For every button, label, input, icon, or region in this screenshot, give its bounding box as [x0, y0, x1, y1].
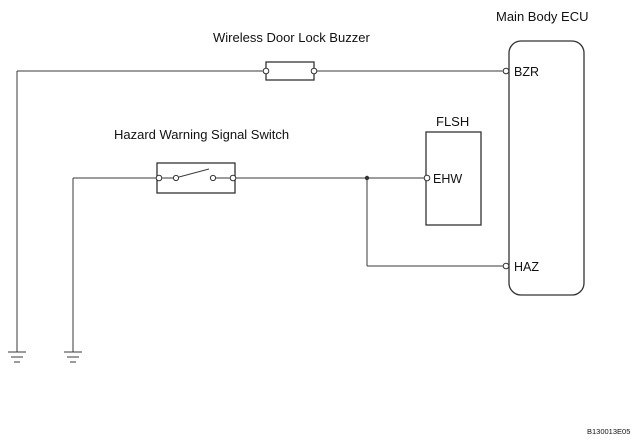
wire-junction-dot — [364, 175, 370, 181]
flasher-pin-ehw-label: EHW — [433, 172, 462, 186]
buzzer-label: Wireless Door Lock Buzzer — [213, 30, 370, 45]
main-ecu-label: Main Body ECU — [496, 9, 588, 24]
switch-terminal-right — [229, 174, 237, 182]
flasher-label: FLSH — [436, 114, 469, 129]
ground-symbol-left — [8, 351, 26, 363]
figure-code: B130013E05 — [587, 427, 630, 436]
buzzer-terminal-right — [310, 67, 318, 75]
flasher-ehw-terminal — [423, 174, 431, 182]
ecu-pin-bzr-label: BZR — [514, 65, 539, 79]
buzzer-terminal-left — [262, 67, 270, 75]
main-ecu-box — [508, 40, 585, 296]
buzzer-circuit-wire — [16, 70, 503, 352]
buzzer-box — [265, 61, 315, 81]
hazard-switch-label: Hazard Warning Signal Switch — [114, 127, 289, 142]
ecu-bzr-terminal — [502, 67, 510, 75]
ground-symbol-right — [64, 351, 82, 363]
hazard-circuit-wire — [72, 177, 503, 352]
ecu-haz-terminal — [502, 262, 510, 270]
ecu-pin-haz-label: HAZ — [514, 260, 539, 274]
switch-terminal-left — [155, 174, 163, 182]
